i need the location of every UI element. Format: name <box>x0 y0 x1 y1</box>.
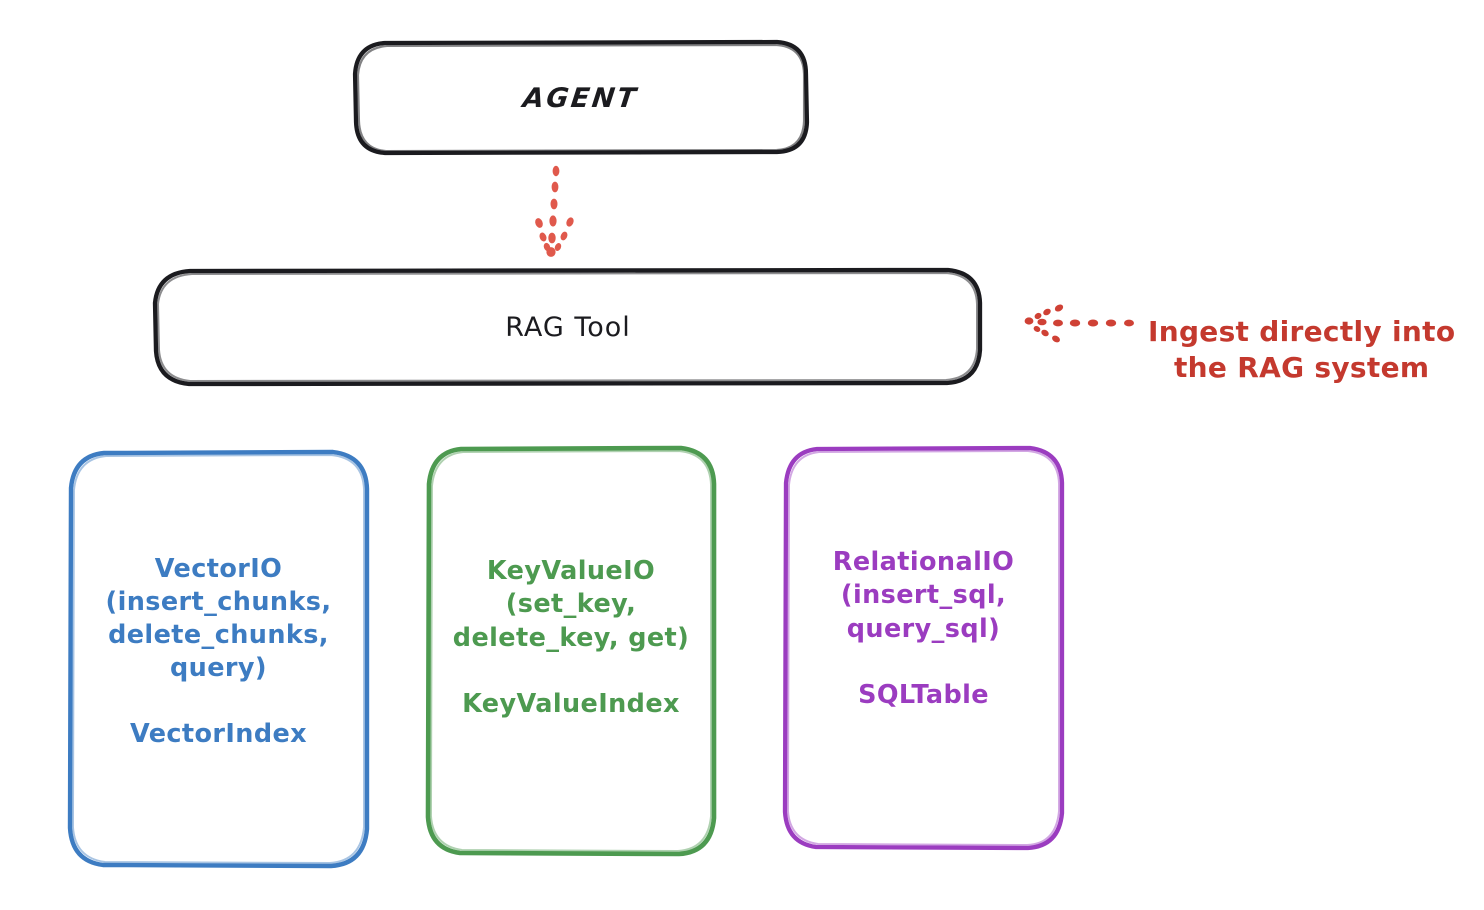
node-vector-io-content: VectorIO (insert_chunks, delete_chunks, … <box>106 553 332 750</box>
annotation-ingest-directly: Ingest directly into the RAG system <box>1148 278 1478 421</box>
node-rag-tool[interactable]: RAG Tool <box>155 270 981 384</box>
vector-io-box-outline <box>67 449 370 869</box>
node-agent-label: AGENT <box>521 82 641 114</box>
key-value-io-box-outline <box>425 445 717 857</box>
node-relational-io-subtitle: SQLTable <box>858 679 989 710</box>
node-relational-io-content: RelationalIO (insert_sql, query_sql) SQL… <box>833 546 1014 709</box>
node-vector-io-title: VectorIO (insert_chunks, delete_chunks, … <box>105 553 332 684</box>
node-relational-io-title: RelationalIO (insert_sql, query_sql) <box>832 547 1015 644</box>
node-relational-io[interactable]: RelationalIO (insert_sql, query_sql) SQL… <box>785 448 1062 848</box>
node-key-value-io-subtitle: KeyValueIndex <box>462 688 680 719</box>
annotation-line-2: the RAG system <box>1174 350 1430 384</box>
node-agent[interactable]: AGENT <box>355 42 807 154</box>
annotation-line-1: Ingest directly into <box>1148 314 1456 348</box>
node-key-value-io-content: KeyValueIO (set_key, delete_key, get) Ke… <box>453 555 689 718</box>
node-key-value-io-title: KeyValueIO (set_key, delete_key, get) <box>452 556 690 653</box>
rag-tool-box-outline <box>152 267 983 387</box>
node-rag-tool-label: RAG Tool <box>505 311 631 343</box>
node-key-value-io[interactable]: KeyValueIO (set_key, delete_key, get) Ke… <box>428 448 714 854</box>
node-vector-io-subtitle: VectorIndex <box>129 719 308 750</box>
connector-agent-to-rag-tool <box>535 165 574 257</box>
agent-box-outline <box>352 39 810 156</box>
relational-io-box-outline <box>782 445 1065 851</box>
connector-ingest-to-rag-tool <box>1024 304 1134 343</box>
node-vector-io[interactable]: VectorIO (insert_chunks, delete_chunks, … <box>70 452 367 866</box>
